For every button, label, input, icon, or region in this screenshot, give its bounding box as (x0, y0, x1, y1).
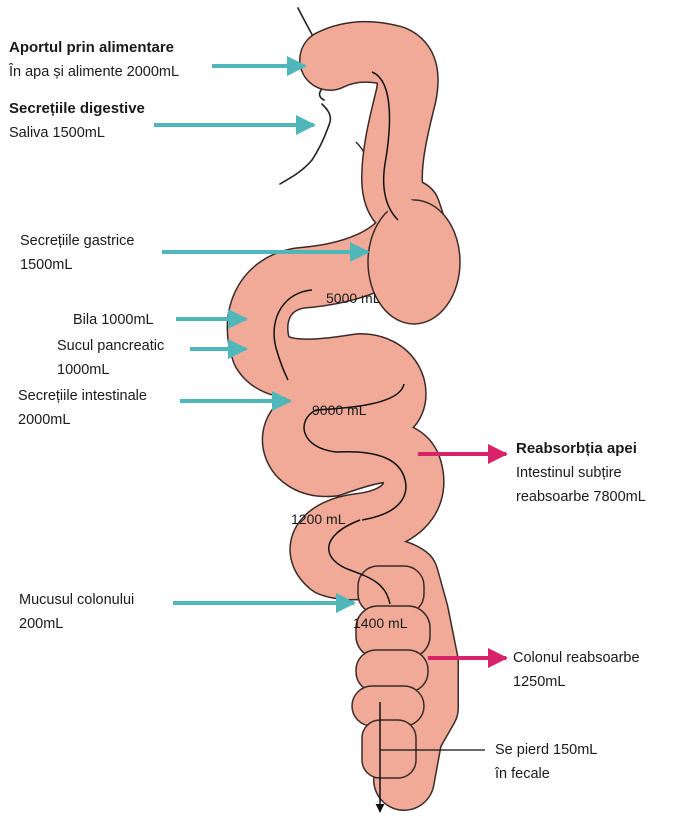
label-small-intestine-reabsorption: Reabsorbția apei Intestinul subțire reab… (516, 437, 646, 509)
feces-line2: în fecale (495, 766, 550, 782)
volume-small-intestine-lower: 1200 mL (291, 511, 346, 527)
bile-line1: Bila 1000mL (73, 312, 154, 328)
label-feces: Se pierd 150mL în fecale (495, 738, 597, 786)
intake-detail: În apa și alimente 2000mL (9, 64, 180, 80)
reabsorption-line1: Intestinul subțire (516, 465, 622, 481)
volume-small-intestine-upper: 9000 mL (312, 402, 367, 418)
intake-arrows (154, 56, 370, 613)
label-bile: Bila 1000mL (73, 308, 154, 332)
intestinal-line2: 2000mL (18, 412, 71, 428)
mucus-line2: 200mL (19, 616, 64, 632)
colon-haustra (351, 565, 431, 779)
gastric-line1: Secrețiile gastrice (20, 233, 135, 249)
gastric-line2: 1500mL (20, 257, 73, 273)
volume-stomach: 5000 mL (326, 290, 381, 306)
feces-line1: Se pierd 150mL (495, 742, 598, 758)
pancreatic-line2: 1000mL (57, 362, 110, 378)
mucus-line1: Mucusul colonului (19, 592, 135, 608)
label-pancreatic: Sucul pancreatic 1000mL (57, 334, 164, 382)
reabsorption-arrows (418, 444, 508, 668)
label-mucus: Mucusul colonului 200mL (19, 588, 134, 636)
colon-line1: Colonul reabsoarbe (513, 650, 640, 666)
volume-colon: 1400 mL (353, 615, 408, 631)
label-intestinal: Secrețiile intestinale 2000mL (18, 384, 147, 432)
pancreatic-line1: Sucul pancreatic (57, 338, 165, 354)
colon-line2: 1250mL (513, 674, 566, 690)
intake-title: Aportul prin alimentare (9, 39, 175, 56)
label-digestive-secretions: Secrețiile digestive Saliva 1500mL (9, 97, 145, 145)
reabsorption-line2: reabsoarbe 7800mL (516, 489, 646, 505)
label-colon-reabsorption: Colonul reabsoarbe 1250mL (513, 646, 640, 694)
label-intake: Aportul prin alimentare În apa și alimen… (9, 36, 179, 84)
flow-path (273, 71, 407, 812)
reabsorption-title: Reabsorbția apei (516, 440, 637, 457)
digestive-detail: Saliva 1500mL (9, 125, 105, 141)
intestinal-line1: Secrețiile intestinale (18, 388, 147, 404)
label-gastric: Secrețiile gastrice 1500mL (20, 229, 134, 277)
digestive-title: Secrețiile digestive (9, 100, 145, 117)
